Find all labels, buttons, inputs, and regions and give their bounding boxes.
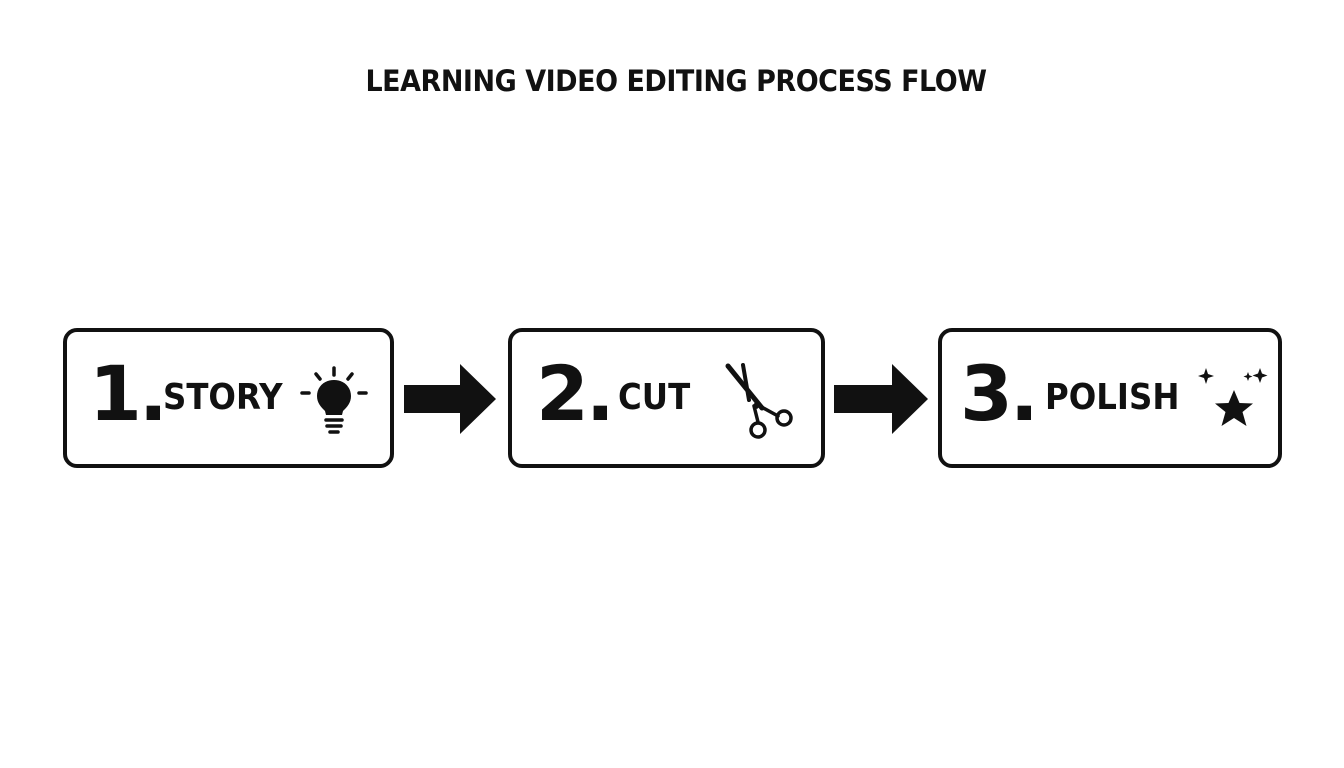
lightbulb-icon: [300, 366, 368, 434]
step-number: 3.: [960, 349, 1039, 438]
sparkle-star-icon: [1198, 368, 1268, 426]
step-label: CUT: [618, 377, 691, 418]
step-box-polish: 3. POLISH: [938, 328, 1282, 468]
right-arrow-icon: [404, 364, 496, 434]
step-label: POLISH: [1045, 377, 1180, 418]
step-box-cut: 2. CUT: [508, 328, 825, 468]
scissors-icon: [725, 363, 793, 439]
right-arrow-icon: [834, 364, 928, 434]
step-number: 2.: [536, 349, 615, 438]
step-label: STORY: [163, 377, 283, 418]
diagram-title: LEARNING VIDEO EDITING PROCESS FLOW: [365, 64, 987, 98]
step-number: 1.: [89, 349, 168, 438]
step-box-story: 1. STORY: [63, 328, 394, 468]
